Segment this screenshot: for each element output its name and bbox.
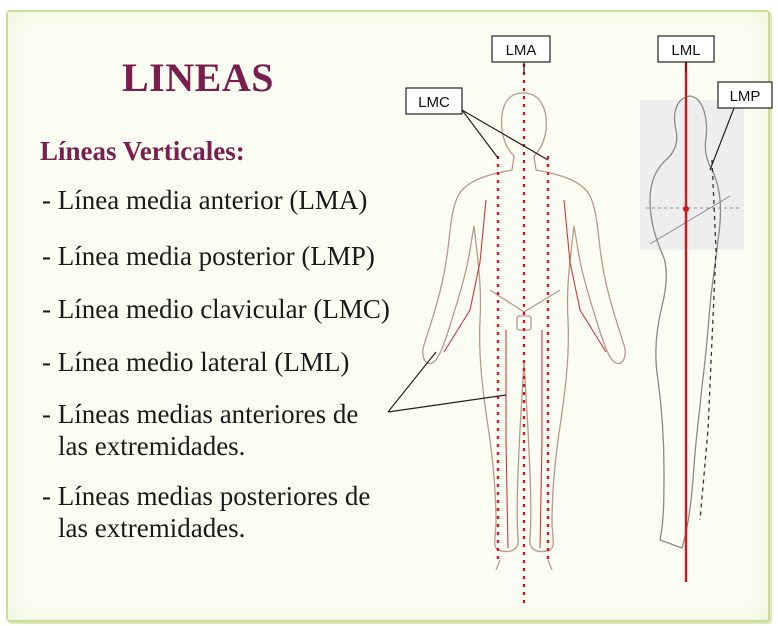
list-item-text: - Líneas medias anteriores de xyxy=(42,399,359,429)
list-item-text: - Línea media posterior (LMP) xyxy=(42,241,375,271)
limb-line-right-arm xyxy=(443,199,487,353)
midline-markers xyxy=(496,64,550,604)
lmp-label-text: LMP xyxy=(730,88,761,105)
leader-lines xyxy=(387,62,735,413)
lma-label: LMA xyxy=(491,35,551,63)
lml-marker xyxy=(683,206,689,212)
lml-label-text: LML xyxy=(671,42,700,59)
page-title: LINEAS xyxy=(122,55,274,100)
lmc-leader-left xyxy=(461,109,549,161)
list-item-text: - Línea medio lateral (LML) xyxy=(42,347,350,377)
lmp-label: LMP xyxy=(717,81,773,109)
lmc-label-text: LMC xyxy=(418,94,450,111)
limb-line-right-leg xyxy=(505,330,509,549)
lmc-leader-right xyxy=(461,109,499,159)
limb-lines xyxy=(443,199,607,549)
limb-line-left-leg xyxy=(539,330,543,549)
limb-leader-arm xyxy=(387,351,437,413)
side-body-figure xyxy=(640,95,744,549)
lmc-label: LMC xyxy=(405,87,463,115)
list-item-continuation: las extremidades. xyxy=(58,513,246,543)
list-item: - Línea media anterior (LMA) xyxy=(42,184,367,216)
section-subtitle: Líneas Verticales: xyxy=(40,136,245,166)
lmp-leader xyxy=(709,107,735,171)
limb-line-left-arm xyxy=(563,199,607,353)
limb-leader-leg xyxy=(387,394,507,413)
list-item-text: - Líneas medias posteriores de xyxy=(42,481,371,511)
list-item: - Líneas medias anteriores de las extrem… xyxy=(42,398,358,462)
list-item: - Línea medio lateral (LML) xyxy=(42,346,349,378)
list-item-text: - Línea media anterior (LMA) xyxy=(42,185,368,215)
lma-label-text: LMA xyxy=(506,42,537,59)
list-item: - Línea medio clavicular (LMC) xyxy=(42,293,390,325)
lml-label: LML xyxy=(657,35,715,63)
list-item: - Líneas medias posteriores de las extre… xyxy=(42,480,370,544)
list-item: - Línea media posterior (LMP) xyxy=(42,240,375,272)
list-item-continuation: las extremidades. xyxy=(58,431,246,461)
list-item-text: - Línea medio clavicular (LMC) xyxy=(42,294,390,324)
